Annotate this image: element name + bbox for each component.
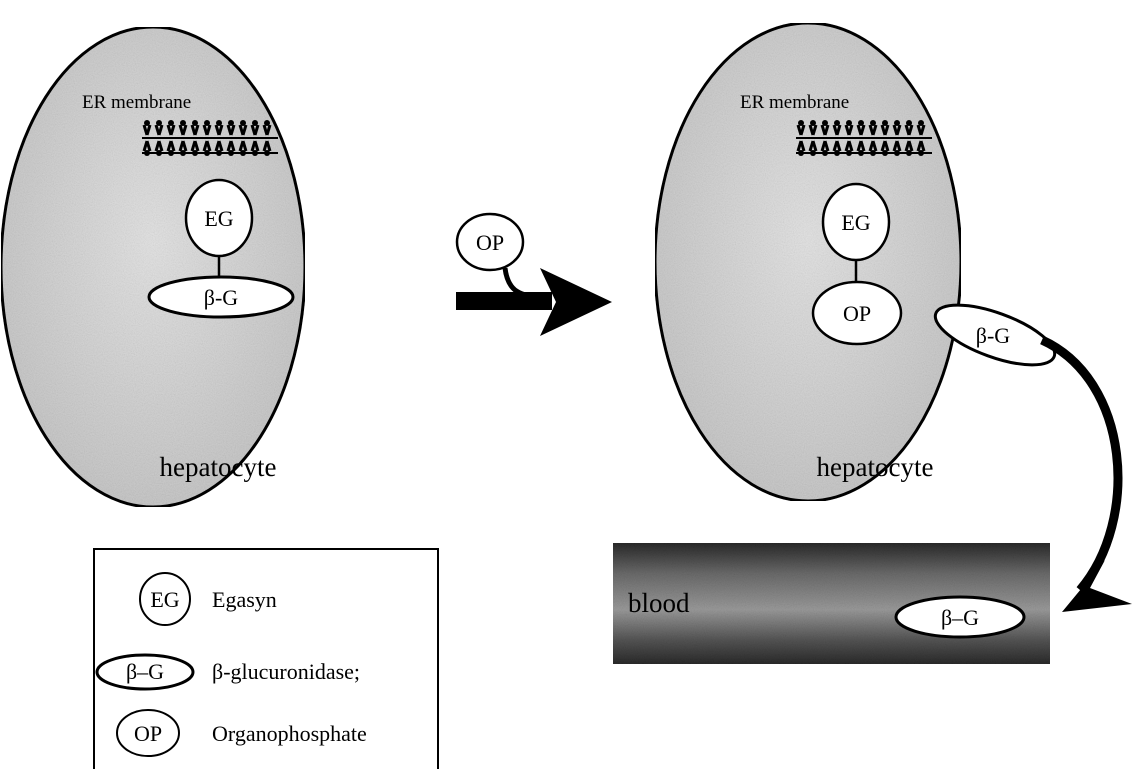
left-hepatocyte: ER membrane EG β-G hepatocyte [1, 27, 305, 507]
right-cell-label: hepatocyte [817, 452, 934, 482]
legend-egasyn-text: Egasyn [212, 587, 277, 612]
left-membrane-label: ER membrane [82, 92, 191, 113]
legend-bg-text: β-glucuronidase; [212, 659, 360, 684]
legend: EG Egasyn β–G β-glucuronidase; OP Organo… [97, 573, 367, 756]
legend-item-organophosphate: OP Organophosphate [117, 710, 367, 756]
legend-op-text: Organophosphate [212, 721, 367, 746]
op-entry: OP [456, 214, 612, 336]
legend-item-egasyn: EG Egasyn [140, 573, 277, 625]
blood-label: blood [628, 588, 690, 618]
right-membrane-label: ER membrane [740, 92, 849, 113]
blood-vessel: blood β–G [613, 543, 1050, 664]
left-cell-label: hepatocyte [160, 452, 277, 482]
released-bg-label: β-G [976, 323, 1011, 348]
right-op-label: OP [843, 301, 871, 326]
right-hepatocyte: ER membrane EG OP hepatocyte [655, 23, 961, 501]
left-egasyn-label: EG [204, 206, 233, 231]
main-arrow-shaft [456, 292, 552, 310]
release-arrow-curve [1042, 340, 1118, 590]
left-er-membrane [142, 120, 278, 156]
legend-op-symbol-label: OP [134, 721, 162, 746]
left-bg-label: β-G [204, 285, 239, 310]
incoming-op-label: OP [476, 230, 504, 255]
blood-bg-label: β–G [941, 605, 979, 630]
legend-item-beta-glucuronidase: β–G β-glucuronidase; [97, 655, 360, 689]
right-er-membrane [796, 120, 932, 156]
right-egasyn-label: EG [841, 210, 870, 235]
legend-egasyn-symbol-label: EG [150, 587, 179, 612]
legend-bg-symbol-label: β–G [126, 659, 164, 684]
